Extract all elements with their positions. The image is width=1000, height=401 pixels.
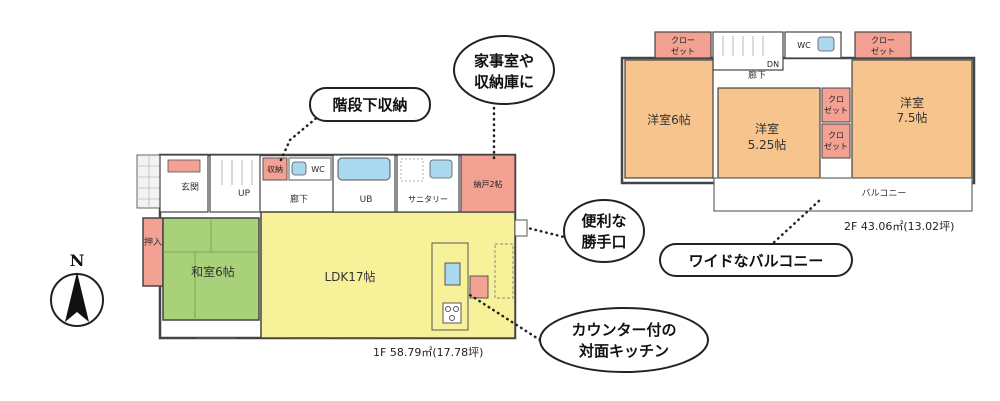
oshiire-room [142,217,164,287]
ub-label: UB [360,195,373,205]
kitchen-stove [442,302,462,324]
callout-kaji-line2: 収納庫に [474,73,534,91]
washer-space [400,158,424,182]
wc2-label: WC [797,41,811,50]
closet-small1-l1: クロ [828,95,844,104]
back-counter [494,243,514,299]
callout-katteguchi-line2: 勝手口 [581,233,626,251]
balcony-label: バルコニー [862,188,907,199]
floor2-area: 2F 43.06㎡(13.02坪) [844,220,954,233]
closet-top-right [854,31,912,59]
bathtub-icon [337,157,391,181]
shuno-room [262,157,288,181]
compass-north-label: N [70,251,85,270]
callout-kaji-line1: 家事室や [474,52,534,70]
rouka2-label: 廊下 [748,69,766,81]
sanitary-label: サニタリー [408,195,448,204]
burner-icon [445,306,451,312]
dn-label: DN [767,60,779,69]
rouka1-label: 廊下 [290,193,308,205]
shuno-label: 収納 [267,164,283,174]
callout-kaji: 家事室や 収納庫に [453,35,555,105]
leader-kaidan [278,113,322,164]
nando-label: 納戸2帖 [473,179,502,189]
compass-arrow-icon [65,272,89,322]
stairs-area [209,154,261,213]
yoshitsu-c-room [851,59,973,179]
floor2-plan: クロー ゼット DN WC クロー ゼット 洋室6帖 廊下 洋室 5.25帖 ク… [620,31,976,233]
closet2-line1: クロー [871,36,895,45]
compass: N [50,251,104,327]
callout-katteguchi: 便利な 勝手口 [563,199,645,263]
callout-kaidan: 階段下収納 [309,87,431,122]
closet1-line1: クロー [671,36,695,45]
yoshitsu-c-line1: 洋室 [900,95,924,110]
porch-tiles [137,155,161,208]
callout-balcony-text: ワイドなバルコニー [689,252,824,270]
pantry-box [469,275,489,299]
closet-small2-l1: クロ [828,131,844,140]
closet-small1-l2: ゼット [824,105,848,115]
yoshitsu-b-room [717,87,821,179]
up-label: UP [238,189,251,199]
closet2-line2: ゼット [871,46,895,56]
callout-counter-line2: 対面キッチン [578,342,669,360]
leader-balcony [768,198,822,248]
leader-katteguchi [526,226,570,240]
toilet-icon [291,161,307,176]
burner-icon [453,306,459,312]
closet-small-1 [821,87,851,123]
yoshitsu-a-label: 洋室6帖 [647,112,691,127]
shoe-storage [167,159,201,173]
yoshitsu-c-line2: 7.5帖 [896,110,927,125]
closet-small-2 [821,123,851,159]
callout-katteguchi-line1: 便利な [581,212,626,230]
closet-small2-l2: ゼット [824,141,848,151]
stairs2-area [712,31,784,71]
ldk-room [260,211,516,339]
kitchen-sink [444,262,461,286]
nando-room [460,154,516,213]
callout-counter-line1: カウンター付の [571,321,676,339]
yoshitsu-b-line2: 5.25帖 [748,137,787,152]
callout-balcony: ワイドなバルコニー [659,243,853,277]
callout-kaidan-text: 階段下収納 [332,96,407,114]
genkan-label: 玄関 [181,181,199,193]
burner-icon [449,315,455,321]
ldk-label: LDK17帖 [324,269,375,284]
oshiire-label: 押入 [144,236,162,248]
washitsu-label: 和室6帖 [191,264,235,279]
floor1-area: 1F 58.79㎡(17.78坪) [373,346,483,359]
floor1-plan: 押入 和室6帖 LDK17帖 玄関 UP 収納 [136,153,528,359]
tatami-lines [163,218,259,320]
wc1-label: WC [311,165,325,174]
yoshitsu-b-line1: 洋室 [755,121,779,136]
washbasin-icon [429,159,453,179]
stairs2-steps [722,36,764,56]
closet1-line2: ゼット [671,46,695,56]
katteguchi-door [514,219,528,237]
balcony [713,177,973,212]
toilet2-icon [817,36,835,52]
yoshitsu-a-room [624,59,714,179]
stairs-steps [221,160,253,185]
callout-counter: カウンター付の 対面キッチン [539,307,709,373]
closet-top-left [654,31,712,59]
